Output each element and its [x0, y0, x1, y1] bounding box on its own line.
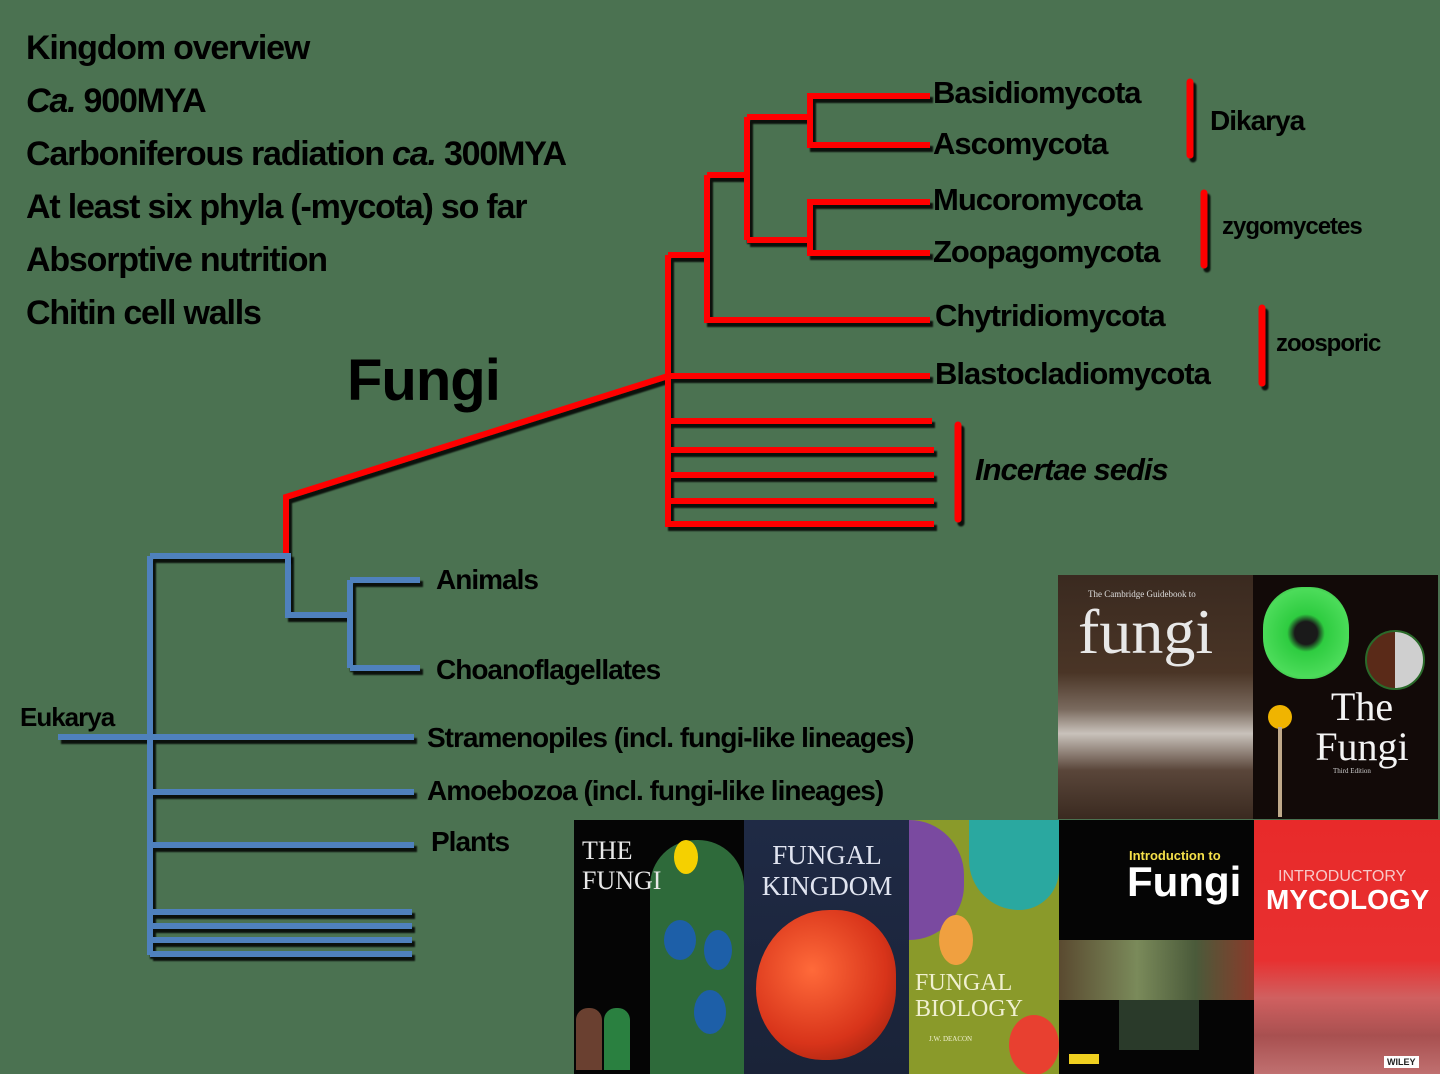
note-cell-walls: Chitin cell walls: [26, 294, 262, 332]
eukarya-branches: [58, 553, 420, 957]
clade-label-amoebozoa: Amoebozoa (incl. fungi-like lineages): [427, 775, 884, 806]
book-cover-introductory-mycology: INTRODUCTORY MYCOLOGY WILEY: [1254, 820, 1440, 1074]
phylum-label-chytridiomycota: Chytridiomycota: [935, 298, 1166, 333]
book-cover-the-fungi: THE FUNGI: [574, 820, 744, 1074]
book-cover-introduction-to-fungi: Introduction to Fungi: [1059, 820, 1254, 1074]
note-phyla-count: At least six phyla (-mycota) so far: [26, 188, 527, 226]
note-kingdom-overview: Kingdom overview: [26, 29, 310, 67]
note-origin-age: Ca. 900MYA: [26, 82, 207, 120]
phylum-label-zoopagomycota: Zoopagomycota: [933, 234, 1160, 269]
phylum-label-blastocladiomycota: Blastocladiomycota: [935, 356, 1211, 391]
root-label-eukarya: Eukarya: [20, 702, 115, 732]
book-cover-fungal-biology: FUNGAL BIOLOGY J.W. DEACON: [909, 820, 1059, 1074]
overview-notes: Kingdom overview Ca. 900MYA Carboniferou…: [26, 22, 567, 340]
book-cover-fungal-kingdom: FUNGAL KINGDOM: [744, 820, 909, 1074]
book-cover-cambridge-guide-fungi: The Cambridge Guidebook to fungi: [1058, 575, 1253, 819]
clade-label-stramenopiles: Stramenopiles (incl. fungi-like lineages…: [427, 722, 914, 753]
phylum-label-ascomycota: Ascomycota: [933, 126, 1108, 161]
note-nutrition: Absorptive nutrition: [26, 241, 328, 279]
group-label-incertae-sedis: Incertae sedis: [975, 452, 1169, 487]
group-label-zoosporic: zoosporic: [1276, 330, 1381, 357]
note-carboniferous: Carboniferous radiation ca. 300MYA: [26, 135, 567, 173]
yellow-sporangium-art: [1268, 705, 1292, 729]
clade-label-animals: Animals: [436, 564, 539, 595]
clade-label-plants: Plants: [431, 826, 510, 857]
fungi-branches: [283, 93, 934, 560]
clade-label-choanoflagellates: Choanoflagellates: [436, 654, 661, 685]
phylum-label-mucoromycota: Mucoromycota: [933, 182, 1142, 217]
green-fungal-colony-art: [1263, 587, 1349, 679]
red-mushroom-art: [756, 910, 896, 1060]
fungi-clade-title: Fungi: [347, 348, 501, 413]
petri-dish-art: [1365, 630, 1425, 690]
book-cover-the-fungi-third-edition: The Fungi Third Edition: [1253, 575, 1438, 819]
phylum-label-basidiomycota: Basidiomycota: [933, 75, 1142, 110]
group-label-zygomycetes: zygomycetes: [1222, 213, 1363, 240]
group-brackets: [954, 78, 1266, 523]
group-label-dikarya: Dikarya: [1210, 105, 1305, 136]
